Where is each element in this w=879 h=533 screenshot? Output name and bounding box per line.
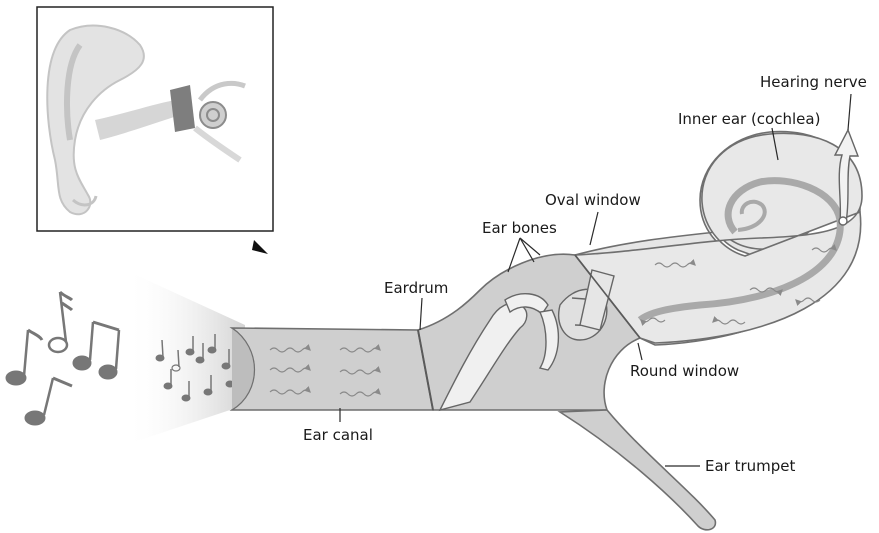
sound-beam [125,270,245,445]
inset-ear-illustration [37,7,273,231]
label-inner-ear: Inner ear (cochlea) [678,110,820,128]
label-ear-trumpet: Ear trumpet [705,457,796,475]
pointer-arrow-icon [252,240,268,254]
music-note-icon [25,378,72,425]
label-hearing-nerve: Hearing nerve [760,73,867,91]
label-eardrum: Eardrum [384,279,448,297]
label-round-window: Round window [630,362,739,380]
ear-trumpet-tube [560,410,715,530]
label-ear-bones: Ear bones [482,219,557,237]
ear-canal-tube [232,328,433,410]
label-oval-window: Oval window [545,191,641,209]
music-note-icon [6,330,42,385]
music-note-icon [73,322,119,379]
label-ear-canal: Ear canal [303,426,373,444]
music-note-icon [49,292,72,352]
